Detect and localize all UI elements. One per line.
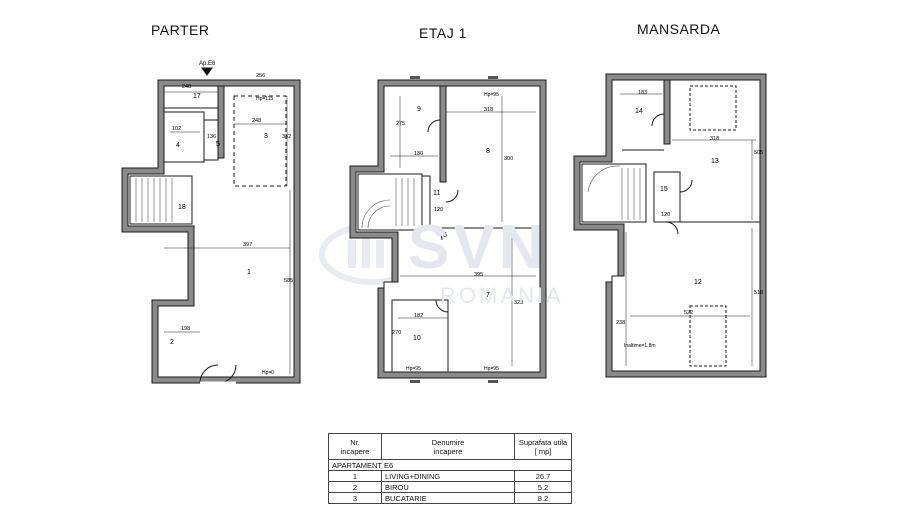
room-9: 9 [417,106,421,113]
dim-parter-4: 102 [172,126,182,132]
room-1: 1 [247,269,251,276]
plan-etaj1 [349,76,547,383]
dim-parter-2: 248 [252,118,262,124]
room-17: 17 [193,93,201,100]
row-name: LIVING+DINING [381,470,515,482]
dim-parter-3: 332 [282,134,292,140]
room-15: 15 [660,186,668,193]
header-name: Denumire incapere [381,433,515,460]
row-nr: 2 [328,481,382,493]
header-nr: Nr. incapere [328,433,382,460]
dim-etaj1-3: 275 [396,121,406,127]
dim-parter-6: 397 [243,242,253,248]
dim-etaj1-9: 270 [392,330,402,336]
height-etaj1-3: Hp=95 [484,366,499,372]
room-10: 10 [413,335,421,342]
section-label: APARTAMENT E6 [328,459,572,471]
dim-parter-7: 198 [181,326,191,332]
table-row: 1 LIVING+DINING 26.7 [328,470,572,482]
room-8: 8 [486,148,490,155]
room-4: 4 [176,142,180,149]
table-row: 3 BUCATARIE 8.2 [328,492,572,504]
dim-etaj1-8: 323 [514,300,524,306]
dim-etaj1-4: 300 [504,156,514,162]
room-7: 7 [486,292,490,299]
row-nr: 3 [328,492,382,504]
room-13: 13 [711,158,719,165]
room-18: 18 [178,204,186,211]
room-12: 12 [694,279,702,286]
dim-etaj1-1: 318 [484,107,494,113]
dim-mansarda-7: 238 [616,320,626,326]
level-title-mansarda: MANSARDA [637,21,721,37]
dim-mansarda-2: 318 [710,136,720,142]
plan-parter [121,67,301,385]
level-title-etaj1: ETAJ 1 [419,25,467,41]
entrance-label: Ap.E6 [199,61,216,67]
dim-parter-5: 136 [207,134,217,140]
dim-mansarda-6: 518 [754,290,764,296]
row-area: 5.2 [514,481,572,493]
room-11: 11 [433,190,441,197]
dim-mansarda-1: 183 [638,90,648,96]
dim-parter-8: 256 [256,73,266,79]
height-etaj1-2: Hp=95 [406,366,421,372]
room-6: 6 [443,232,447,239]
dim-parter-9: 585 [284,278,294,284]
row-area: 8.2 [514,492,572,504]
plan-mansarda [573,73,767,378]
dim-etaj1-6: 395 [474,272,484,278]
dim-etaj1-7: 182 [414,313,424,319]
dim-etaj1-2: 180 [414,151,424,157]
header-area: Suprafata utila [ mp] [514,433,572,460]
row-nr: 1 [328,470,382,482]
area-table: Nr. incapere Denumire incapere Suprafata… [328,433,572,504]
room-2: 2 [170,339,174,346]
room-14: 14 [635,108,643,115]
dim-mansarda-3: 120 [661,212,671,218]
room-5: 5 [216,141,220,148]
attic-height-note: Inaltime=1,8m [624,343,656,349]
dim-mansarda-4: 522 [684,310,694,316]
dim-etaj1-5: 120 [434,207,444,213]
height-etaj1-1: Hp=95 [484,92,499,98]
dim-mansarda-5: 505 [754,150,764,156]
table-row: 2 BIROU 5.2 [328,481,572,493]
row-name: BUCATARIE [381,492,515,504]
height-parter-2: Hp=0 [262,370,275,376]
row-area: 26.7 [514,470,572,482]
room-3: 3 [264,133,268,140]
dim-parter-1: 248 [182,84,192,90]
row-name: BIROU [381,481,515,493]
height-parter-1: Hp=115 [256,96,274,102]
level-title-parter: PARTER [151,22,210,38]
